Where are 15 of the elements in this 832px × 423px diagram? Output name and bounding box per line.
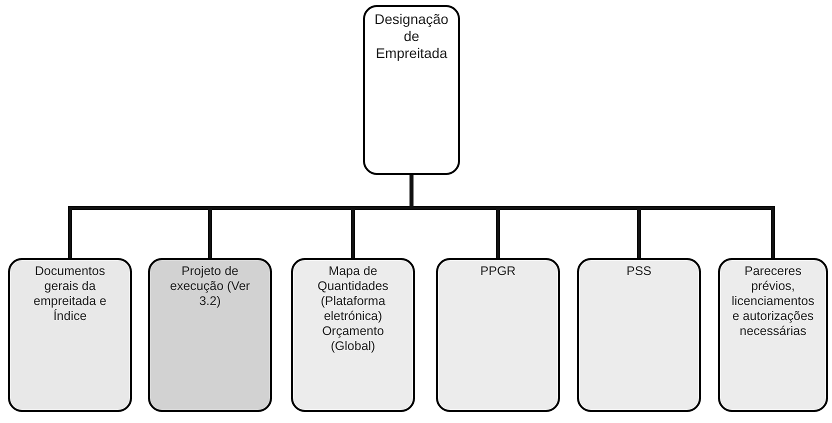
- box-label: Documentos gerais da empreitada e Índice: [32, 264, 108, 324]
- box-label: PSS: [626, 264, 652, 279]
- rounded-box: [148, 258, 272, 412]
- box-label: Projeto de execução (Ver 3.2): [169, 264, 251, 309]
- rounded-box: [577, 258, 701, 412]
- rounded-box: [363, 5, 460, 175]
- box-label: PPGR: [480, 264, 516, 279]
- rounded-box: [291, 258, 415, 412]
- box-label: Designação de Empreitada: [374, 11, 448, 62]
- box-label: Mapa de Quantidades (Plataforma eletrónica) Orçamento (Global): [316, 264, 390, 354]
- rounded-box: [718, 258, 828, 412]
- rounded-box: [436, 258, 560, 412]
- rounded-box: [8, 258, 132, 412]
- connector-line: [410, 175, 775, 258]
- box-label: Pareceres prévios, licenciamentos e autorizações necessárias: [732, 264, 814, 339]
